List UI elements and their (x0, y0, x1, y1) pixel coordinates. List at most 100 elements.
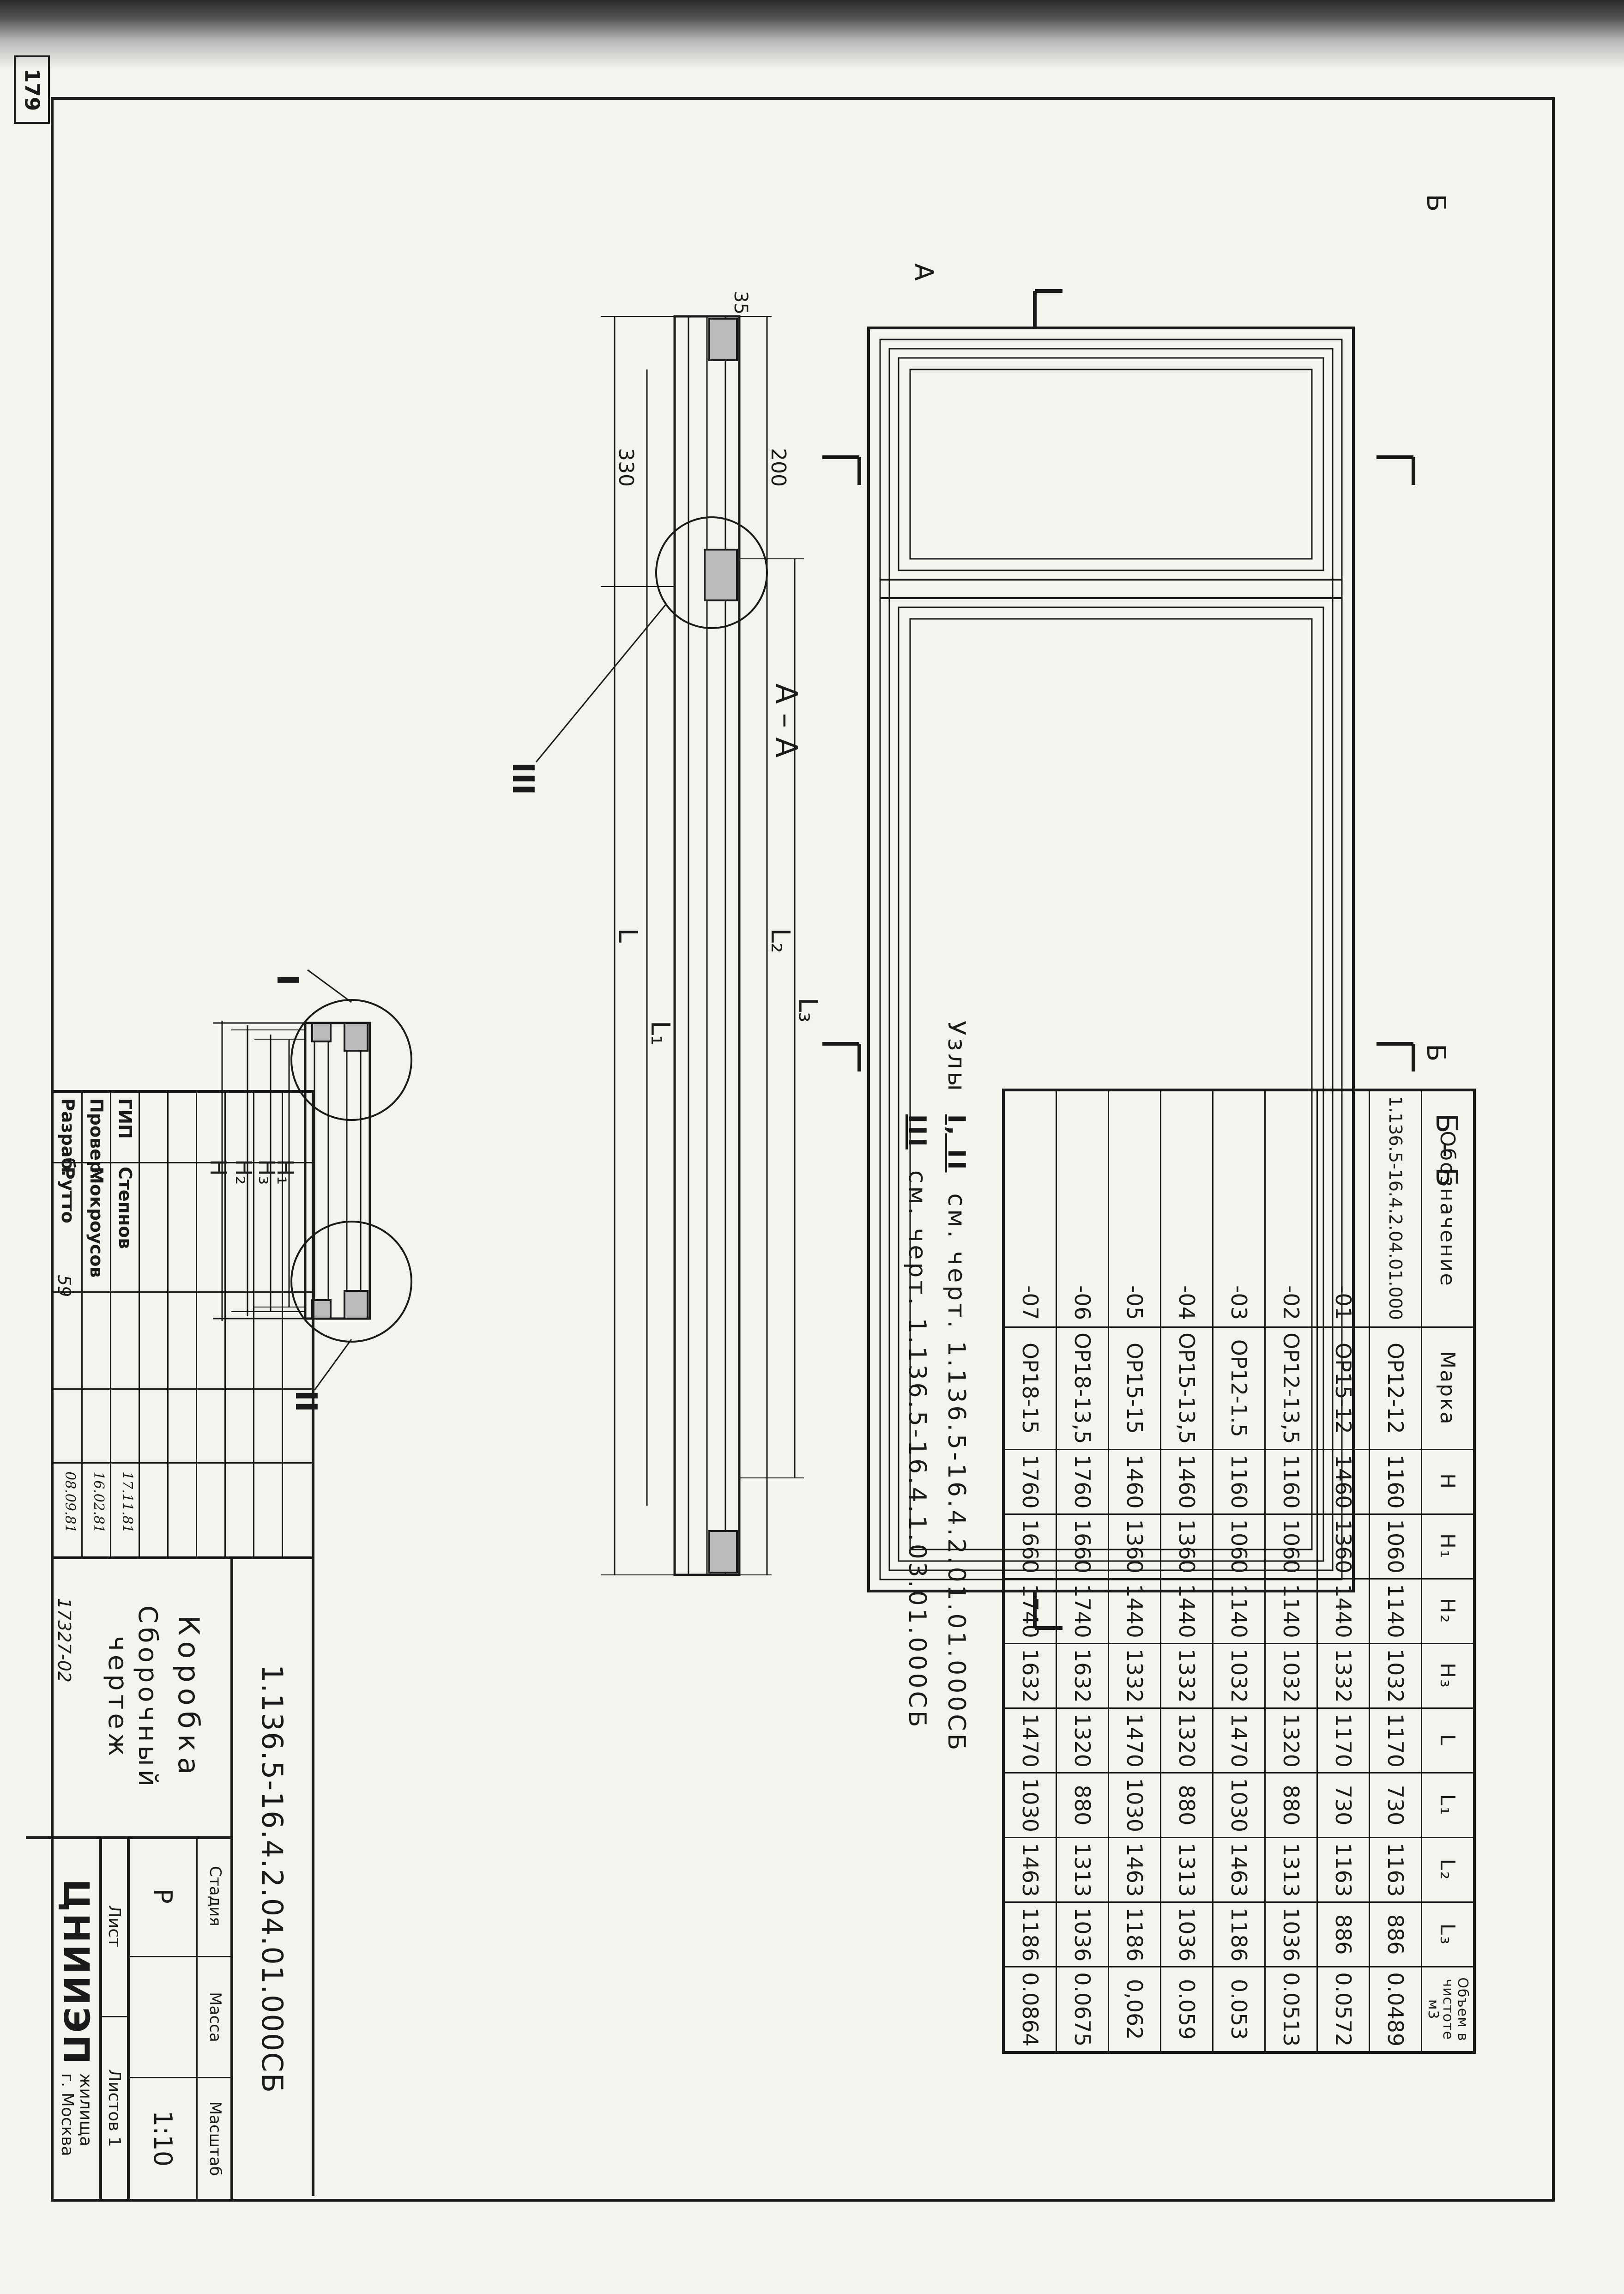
label-sec-a-a: А – А (769, 684, 803, 757)
note-text-1: см. черт. 1.136.5-16.4.2.01.01.000СБ (942, 1193, 970, 1753)
sig-date: 08.09.81 (62, 1471, 78, 1533)
table-cell: 1360 (1160, 1514, 1213, 1579)
sig-name: Рутто (58, 1167, 78, 1223)
dim-200: 200 (767, 448, 790, 487)
sig-date: 17.11.81 (119, 1471, 135, 1533)
mass-value (127, 1957, 196, 2078)
table-cell: -01 (1317, 1090, 1370, 1327)
sheet-label: Лист (99, 1836, 127, 2017)
table-cell: 0.053 (1213, 1967, 1265, 2053)
table-cell: 0,062 (1108, 1967, 1161, 2053)
table-cell: 1186 (1108, 1902, 1161, 1967)
table-cell: 1140 (1265, 1579, 1317, 1644)
table-cell: 1032 (1369, 1643, 1422, 1708)
table-cell: 1036 (1265, 1902, 1317, 1967)
revision-signature-area: ГИП Степнов 17.11.81 Провер. Мокроусов 1… (54, 1093, 312, 1559)
table-cell: 0.0675 (1056, 1967, 1109, 2053)
label-a-mark-1: А (908, 263, 938, 281)
table-cell: 880 (1265, 1773, 1317, 1838)
sig-row-dev: Разраб. Рутто 08.09.81 (54, 1093, 83, 1556)
table-cell: 1332 (1160, 1643, 1213, 1708)
sig-name: Степнов (115, 1167, 135, 1249)
sig-row-gip: ГИП Степнов 17.11.81 (111, 1093, 140, 1556)
hdr-mark: Марка (1421, 1327, 1474, 1450)
table-cell: 1740 (1056, 1579, 1109, 1644)
table-cell: 0.0572 (1317, 1967, 1370, 2053)
table-cell: 1320 (1265, 1708, 1317, 1773)
table-cell: 886 (1369, 1902, 1422, 1967)
hdr-h: Н (1421, 1449, 1474, 1514)
organization-cell: ЦНИИЭП жилища г. Москва (54, 1836, 99, 2199)
table-cell: ОР15-15 (1108, 1327, 1161, 1450)
table-cell: 0.0864 (1003, 1967, 1057, 2053)
hdr-designation: Обозначение (1421, 1090, 1474, 1327)
table-cell: 1463 (1213, 1837, 1265, 1902)
table-cell: ОР12-13,5 (1265, 1327, 1317, 1450)
dim-l2: L₂ (765, 928, 795, 953)
drawing-sheet: Б А Б А – А Б – Б I II III Н₁ Н₃ Н₂ Н L₂… (26, 97, 1552, 2199)
label-node-2: II (289, 1390, 323, 1412)
table-cell: 1032 (1213, 1643, 1265, 1708)
table-cell: 1440 (1160, 1579, 1213, 1644)
note-line-2: Узлы III см. черт. 1.136.5-16.4.1.03.01.… (903, 1021, 931, 1730)
title-block: ГИП Степнов 17.11.81 Провер. Мокроусов 1… (26, 1090, 314, 2199)
sig-row-check: Провер. Мокроусов 16.02.81 (83, 1093, 111, 1556)
table-cell: 1660 (1056, 1514, 1109, 1579)
table-cell: 1470 (1003, 1708, 1057, 1773)
table-cell: 1460 (1160, 1449, 1213, 1514)
table-cell: 1.136.5-16.4.2.04.01.000 (1369, 1090, 1422, 1327)
table-cell: 886 (1317, 1902, 1370, 1967)
stage-value: Р (127, 1836, 196, 1957)
dim-l1: L₁ (645, 1021, 675, 1046)
table-cell: 1313 (1160, 1837, 1213, 1902)
drawings-svg: Б А Б А – А Б – Б I II III Н₁ Н₃ Н₂ Н L₂… (205, 194, 1463, 1630)
table-cell: -02 (1265, 1090, 1317, 1327)
hdr-mass: Масса (196, 1957, 233, 2078)
hdr-scale: Масштаб (196, 2078, 233, 2199)
table-cell: 1632 (1056, 1643, 1109, 1708)
dim-h1: Н₁ (272, 1159, 298, 1185)
bottom-code: 17327-02 (54, 1598, 74, 1683)
label-sec-b-b: Б – Б (1429, 1113, 1463, 1187)
note-line-1: Узлы I, II см. черт. 1.136.5-16.4.2.01.0… (942, 1021, 970, 1753)
table-cell: 880 (1160, 1773, 1213, 1838)
table-cell: 1140 (1213, 1579, 1265, 1644)
table-cell: -04 (1160, 1090, 1213, 1327)
label-node-3: III (506, 762, 540, 795)
table-cell: 730 (1369, 1773, 1422, 1838)
table-cell: 1632 (1003, 1643, 1057, 1708)
sig-date: 16.02.81 (91, 1471, 107, 1533)
drawing-designation: 1.136.5-16.4.2.04.01.000СБ (230, 1559, 312, 2199)
hdr-volume: Объем в чистоте м3 (1421, 1967, 1474, 2053)
dim-l: L (613, 928, 643, 943)
hdr-l3: L₃ (1421, 1902, 1474, 1967)
table-cell: 1186 (1213, 1902, 1265, 1967)
table-cell: -06 (1056, 1090, 1109, 1327)
sheets-count: Листов 1 (99, 2017, 127, 2199)
table-cell: 1440 (1317, 1579, 1370, 1644)
table-cell: 1470 (1108, 1708, 1161, 1773)
table-cell: 1760 (1056, 1449, 1109, 1514)
organization-sub1: жилища (76, 2073, 96, 2147)
table-cell: -05 (1108, 1090, 1161, 1327)
table-cell: 1186 (1003, 1902, 1057, 1967)
hdr-stage: Стадия (196, 1836, 233, 1957)
table-cell: 1170 (1317, 1708, 1370, 1773)
scan-top-band (0, 0, 1624, 69)
table-cell: 1332 (1108, 1643, 1161, 1708)
hdr-h3: Н₃ (1421, 1643, 1474, 1708)
dim-h: Н (205, 1159, 231, 1176)
table-cell: 0.059 (1160, 1967, 1213, 2053)
dim-h3: Н₃ (254, 1159, 279, 1185)
table-cell: 1163 (1369, 1837, 1422, 1902)
hdr-l1: L₁ (1421, 1773, 1474, 1838)
table-cell: 1060 (1369, 1514, 1422, 1579)
note-nodes-1: I, II (942, 1114, 970, 1173)
bottom-page: 59 (54, 1275, 74, 1297)
spec-table: Обозначение Марка Н Н₁ Н₂ Н₃ L L₁ L₂ L₃ … (1002, 1089, 1476, 2054)
table-cell: 1170 (1369, 1708, 1422, 1773)
hdr-l: L (1421, 1708, 1474, 1773)
